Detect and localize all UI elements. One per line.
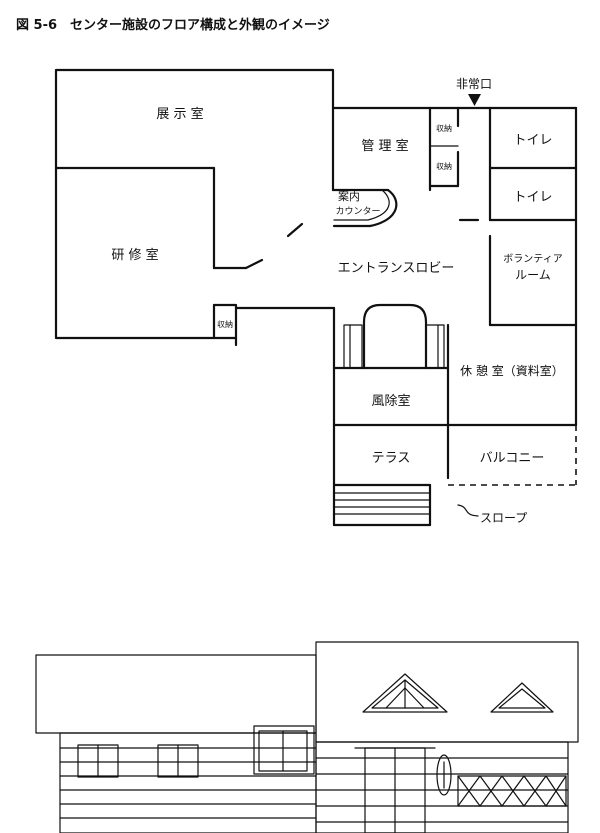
lobby-door-leaf [286,222,304,238]
lounge-label: 休 憩 室（資料室） [460,363,564,378]
emergency-exit-arrow [468,94,481,106]
raised-block [253,725,315,775]
right-wall [315,741,569,833]
dormer-left [362,673,448,713]
training-door-leaf [244,258,264,270]
storage-1-label: 収納 [436,123,452,133]
storage-2-label: 収納 [436,161,452,171]
windbreak-label: 風除室 [371,393,410,409]
exterior-elevation [35,641,579,833]
training-room-label: 研 修 室 [111,247,158,263]
figure-caption: 図 5-6 センター施設のフロア構成と外観のイメージ [16,18,330,33]
door-frame-left [343,324,363,369]
exhibition-room-wall [54,68,335,192]
toilet-1-label: トイレ [513,133,552,148]
exhibition-room-label: 展 示 室 [156,106,203,122]
emergency-exit-label: 非常口 [456,77,492,91]
balcony-railing [457,775,567,807]
storage-3-wall [212,303,238,347]
siding [59,747,569,823]
door-frame-right [425,324,445,369]
volunteer-label-2: ルーム [515,268,551,282]
slope-leader [457,504,479,517]
entrance-arch [362,303,428,370]
volunteer-label-1: ボランティア [503,253,562,265]
info-label: 案内 [338,189,360,203]
info-counter-inner [333,189,390,221]
slope-label: スロープ [480,511,527,525]
signboard [436,754,452,796]
terrace-label: テラス [372,451,411,466]
info-counter-outer [332,188,398,228]
balcony-label: バルコニー [480,451,545,466]
left-roof [35,654,317,734]
storage-3-label: 収納 [217,319,233,329]
management-room-label: 管 理 室 [361,138,408,154]
right-roof [315,641,579,743]
training-room-wall [54,166,238,340]
floor-plan: 展 示 室 研 修 室 管 理 室 収納 収納 収納 案内 カウンター トイレ … [54,68,578,527]
dormer-right [490,682,554,713]
toilet-2-label: トイレ [513,190,552,205]
lobby-label: エントランスロビー [338,261,455,276]
counter-label: カウンター [335,206,380,217]
